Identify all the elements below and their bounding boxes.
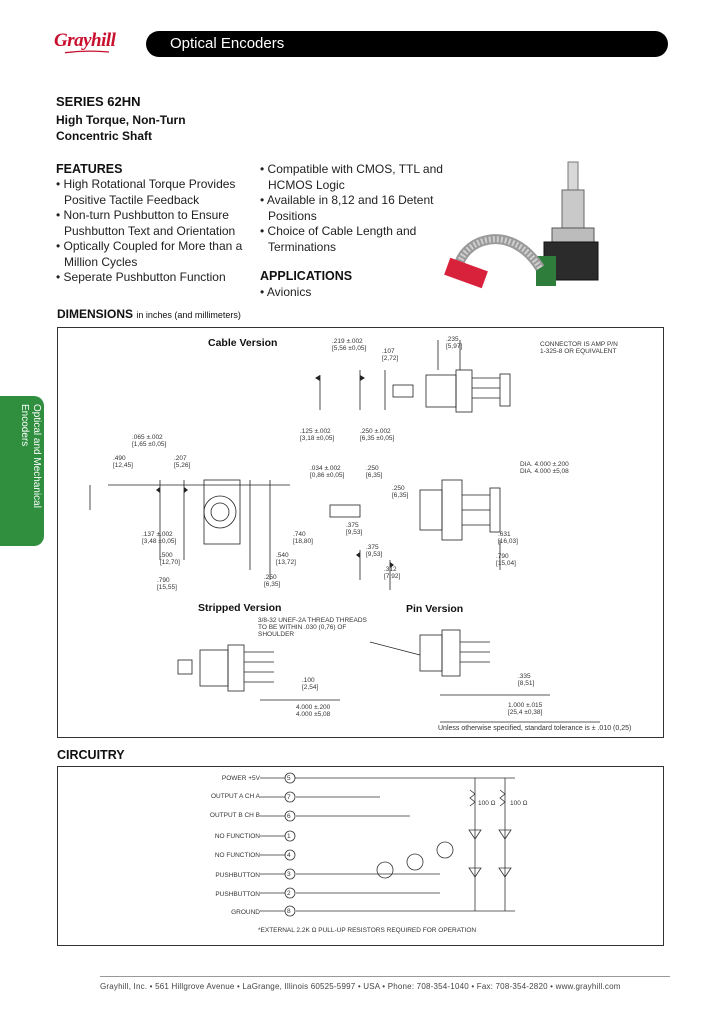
feature-item: High Rotational Torque Provides Positive…	[56, 177, 246, 208]
pin-label: GROUND	[231, 909, 260, 916]
dimensions-heading: DIMENSIONS in inches (and millimeters)	[57, 307, 241, 321]
pin-version-title: Pin Version	[406, 603, 464, 615]
section-side-tab	[0, 396, 44, 546]
tolerance-note: Unless otherwise specified, standard tol…	[438, 725, 632, 732]
dim-label: .500[12,70]	[160, 552, 180, 566]
logo-swoosh-icon	[64, 50, 110, 54]
pin-number: 2	[287, 890, 291, 897]
circuit-schematic	[260, 772, 515, 917]
thread-note: 3/8-32 UNEF-2A THREAD THREADS TO BE WITH…	[258, 617, 367, 638]
circuitry-title: CIRCUITRY	[57, 748, 125, 762]
encoder-photo	[444, 161, 599, 289]
feature-item: Optically Coupled for More than a Millio…	[56, 239, 246, 270]
footer-divider	[100, 976, 670, 977]
feature-item: Available in 8,12 and 16 Detent Position…	[260, 193, 446, 224]
pin-label: OUTPUT B CH B	[209, 812, 260, 819]
dim-label: .740[18,80]	[293, 531, 313, 545]
dim-label: .631[16,03]	[498, 531, 518, 545]
cable-version-title: Cable Version	[208, 337, 278, 349]
circuit-note: *EXTERNAL 2.2K Ω PULL-UP RESISTORS REQUI…	[258, 927, 477, 934]
dimension-drawings	[89, 340, 600, 723]
dim-label: .790[15,04]	[496, 553, 516, 567]
feature-item: Choice of Cable Length and Terminations	[260, 224, 446, 255]
pin-number: 5	[287, 775, 291, 782]
features-list-right: Compatible with CMOS, TTL and HCMOS Logi…	[260, 162, 446, 255]
dim-label: .250[6,35]	[366, 465, 383, 479]
feature-item: Compatible with CMOS, TTL and HCMOS Logi…	[260, 162, 446, 193]
dim-label: .235[5,97]	[446, 336, 463, 350]
dim-label: .100[2,54]	[302, 677, 319, 691]
circuitry-panel	[57, 766, 664, 946]
applications-list: Avionics	[260, 285, 440, 301]
feature-item: Non-turn Pushbutton to Ensure Pushbutton…	[56, 208, 246, 239]
dim-label: .219 ±.002[5,56 ±0,05]	[332, 338, 367, 352]
applications-title: APPLICATIONS	[260, 269, 353, 283]
pin-label: OUTPUT A CH A	[210, 793, 260, 800]
pin-number: 7	[287, 794, 291, 801]
pin-number: 4	[287, 852, 291, 859]
dim-label: .065 ±.002[1,65 ±0,05]	[132, 434, 167, 448]
resistor-label: 100 Ω	[478, 800, 496, 807]
application-item: Avionics	[260, 285, 440, 301]
dim-label: .375[9,53]	[346, 522, 363, 536]
dim-label: .107[2,72]	[382, 348, 399, 362]
side-tab-label: Optical and Mechanical Encoders	[19, 404, 42, 508]
dim-label: .137 ±.002[3,48 ±0,05]	[142, 531, 177, 545]
dim-label: .250 ±.002[6,35 ±0,05]	[360, 428, 395, 442]
dim-label: .790[15,55]	[157, 577, 177, 591]
dimensions-units: in inches (and millimeters)	[136, 310, 241, 320]
dim-label: .540[13,72]	[276, 552, 296, 566]
pin-label: NO FUNCTION	[214, 833, 260, 840]
pin-label: PUSHBUTTON	[215, 872, 260, 879]
dim-label: .250[6,35]	[392, 485, 409, 499]
dim-label: .490[12,45]	[113, 455, 133, 469]
header-bar	[146, 31, 668, 57]
stripped-version-title: Stripped Version	[198, 602, 282, 614]
features-list-left: High Rotational Torque Provides Positive…	[56, 177, 246, 286]
connector-note: CONNECTOR IS AMP P/N 1-325-8 OR EQUIVALE…	[540, 341, 618, 355]
features-title: FEATURES	[56, 162, 123, 176]
dim-label: .312[7,92]	[384, 566, 401, 580]
dimensions-panel	[57, 327, 664, 738]
footer-contact: Grayhill, Inc. • 561 Hillgrove Avenue • …	[100, 982, 621, 991]
dim-label: .375[9,53]	[366, 544, 383, 558]
dim-label: .335[8,51]	[518, 673, 535, 687]
pin-number: 1	[287, 833, 291, 840]
grayhill-logo: Grayhill	[54, 30, 116, 51]
pin-number: 3	[287, 871, 291, 878]
pin-number: 6	[287, 813, 291, 820]
pin-label: NO FUNCTION	[214, 852, 260, 859]
dim-label: .207[5,26]	[174, 455, 191, 469]
pin-label: PUSHBUTTON	[215, 891, 260, 898]
page-title: Optical Encoders	[170, 35, 285, 52]
dim-label: .125 ±.002[3,18 ±0,05]	[300, 428, 335, 442]
pin-label: POWER +5V	[221, 775, 260, 782]
series-subtitle: High Torque, Non-Turn Concentric Shaft	[56, 113, 186, 143]
resistor-label: 100 Ω	[510, 800, 528, 807]
series-title: SERIES 62HN	[56, 94, 141, 109]
dim-label: .034 ±.002[0,86 ±0,05]	[310, 465, 345, 479]
dimensions-title: DIMENSIONS	[57, 307, 134, 321]
dim-label: 1.000 ±.015[25,4 ±0,38]	[508, 702, 543, 716]
dim-label: .250[6,35]	[264, 574, 281, 588]
pin-number: 8	[287, 908, 291, 915]
feature-item: Seperate Pushbutton Function	[56, 270, 246, 286]
